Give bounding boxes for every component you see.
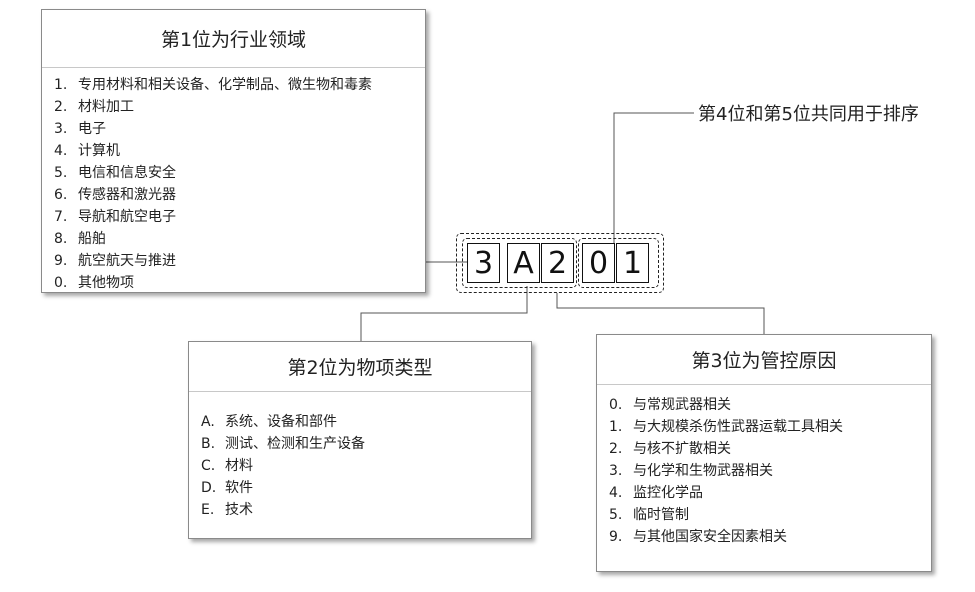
item-text: 与大规模杀伤性武器运载工具相关 <box>633 419 843 435</box>
item-number: E. <box>201 502 215 518</box>
list-item: E. 技术 <box>201 499 531 521</box>
control-reason-title: 第3位为管控原因 <box>597 335 931 385</box>
item-text: 计算机 <box>78 143 120 159</box>
list-item: 9. 与其他国家安全因素相关 <box>609 526 931 548</box>
list-item: D. 软件 <box>201 477 531 499</box>
industry-field-box: 第1位为行业领域 1. 专用材料和相关设备、化学制品、微生物和毒素 2. 材料加工 … <box>41 9 426 293</box>
item-text: 与常规武器相关 <box>633 397 731 413</box>
code-digit-4: 0 <box>582 243 615 283</box>
list-item: 0. 与常规武器相关 <box>609 394 931 416</box>
list-item: 0. 其他物项 <box>54 272 425 294</box>
item-text: 专用材料和相关设备、化学制品、微生物和毒素 <box>78 77 372 93</box>
item-number: 9. <box>54 253 68 269</box>
item-text: 电信和信息安全 <box>78 165 176 181</box>
item-text: 监控化学品 <box>633 485 703 501</box>
item-number: 3. <box>54 121 68 137</box>
item-text: 导航和航空电子 <box>78 209 176 225</box>
item-number: 7. <box>54 209 68 225</box>
code-digits45-dashed-frame <box>578 238 659 288</box>
item-number: 9. <box>609 529 623 545</box>
code-digit-5: 1 <box>616 243 649 283</box>
item-number: D. <box>201 480 217 496</box>
item-number: A. <box>201 414 215 430</box>
list-item: B. 测试、检测和生产设备 <box>201 433 531 455</box>
industry-field-title: 第1位为行业领域 <box>42 10 425 68</box>
list-item: 5. 电信和信息安全 <box>54 162 425 184</box>
item-number: 0. <box>609 397 623 413</box>
control-reason-box: 第3位为管控原因 0. 与常规武器相关 1. 与大规模杀伤性武器运载工具相关 2. 与… <box>596 334 932 572</box>
item-number: 4. <box>54 143 68 159</box>
list-item: 2. 材料加工 <box>54 96 425 118</box>
list-item: 9. 航空航天与推进 <box>54 250 425 272</box>
code-outer-dashed-frame <box>456 233 664 293</box>
code-digit-3: 2 <box>541 243 574 283</box>
list-item: A. 系统、设备和部件 <box>201 411 531 433</box>
item-number: 6. <box>54 187 68 203</box>
item-text: 技术 <box>225 502 253 518</box>
list-item: 8. 船舶 <box>54 228 425 250</box>
list-item: 3. 与化学和生物武器相关 <box>609 460 931 482</box>
list-item: 1. 专用材料和相关设备、化学制品、微生物和毒素 <box>54 74 425 96</box>
connector-digit2 <box>360 286 528 341</box>
list-item: 4. 监控化学品 <box>609 482 931 504</box>
item-text: 电子 <box>78 121 106 137</box>
item-number: 8. <box>54 231 68 247</box>
item-text: 与化学和生物武器相关 <box>633 463 773 479</box>
item-type-list: A. 系统、设备和部件 B. 测试、检测和生产设备 C. 材料 D. 软件 E. 技术 <box>189 392 531 521</box>
item-number: 1. <box>54 77 68 93</box>
list-item: 1. 与大规模杀伤性武器运载工具相关 <box>609 416 931 438</box>
industry-field-list: 1. 专用材料和相关设备、化学制品、微生物和毒素 2. 材料加工 3. 电子 4. 计算… <box>42 68 425 294</box>
code-digit-2: A <box>507 243 540 283</box>
list-item: 6. 传感器和激光器 <box>54 184 425 206</box>
item-number: 2. <box>609 441 623 457</box>
item-text: 系统、设备和部件 <box>225 414 337 430</box>
control-reason-list: 0. 与常规武器相关 1. 与大规模杀伤性武器运载工具相关 2. 与核不扩散相关 3.… <box>597 385 931 548</box>
item-number: B. <box>201 436 216 452</box>
item-number: 5. <box>54 165 68 181</box>
list-item: 4. 计算机 <box>54 140 425 162</box>
item-text: 软件 <box>225 480 253 496</box>
item-number: 0. <box>54 275 68 291</box>
item-text: 其他物项 <box>78 275 134 291</box>
code-digit-1: 3 <box>467 243 500 283</box>
item-text: 航空航天与推进 <box>78 253 176 269</box>
item-text: 材料加工 <box>78 99 134 115</box>
item-number: 2. <box>54 99 68 115</box>
item-number: C. <box>201 458 216 474</box>
item-text: 与其他国家安全因素相关 <box>633 529 787 545</box>
digits45-label: 第4位和第5位共同用于排序 <box>698 104 919 125</box>
item-text: 传感器和激光器 <box>78 187 176 203</box>
item-type-title: 第2位为物项类型 <box>189 342 531 392</box>
connector-digits45 <box>613 112 694 243</box>
item-number: 5. <box>609 507 623 523</box>
item-number: 3. <box>609 463 623 479</box>
code-inner-dashed-frame <box>462 238 577 288</box>
list-item: 7. 导航和航空电子 <box>54 206 425 228</box>
item-text: 船舶 <box>78 231 106 247</box>
list-item: 3. 电子 <box>54 118 425 140</box>
list-item: 5. 临时管制 <box>609 504 931 526</box>
item-text: 测试、检测和生产设备 <box>225 436 365 452</box>
item-text: 材料 <box>225 458 253 474</box>
item-text: 与核不扩散相关 <box>633 441 731 457</box>
item-text: 临时管制 <box>633 507 689 523</box>
connector-digit3 <box>556 293 765 334</box>
item-number: 1. <box>609 419 623 435</box>
item-type-box: 第2位为物项类型 A. 系统、设备和部件 B. 测试、检测和生产设备 C. 材料 D.… <box>188 341 532 539</box>
list-item: 2. 与核不扩散相关 <box>609 438 931 460</box>
item-number: 4. <box>609 485 623 501</box>
list-item: C. 材料 <box>201 455 531 477</box>
